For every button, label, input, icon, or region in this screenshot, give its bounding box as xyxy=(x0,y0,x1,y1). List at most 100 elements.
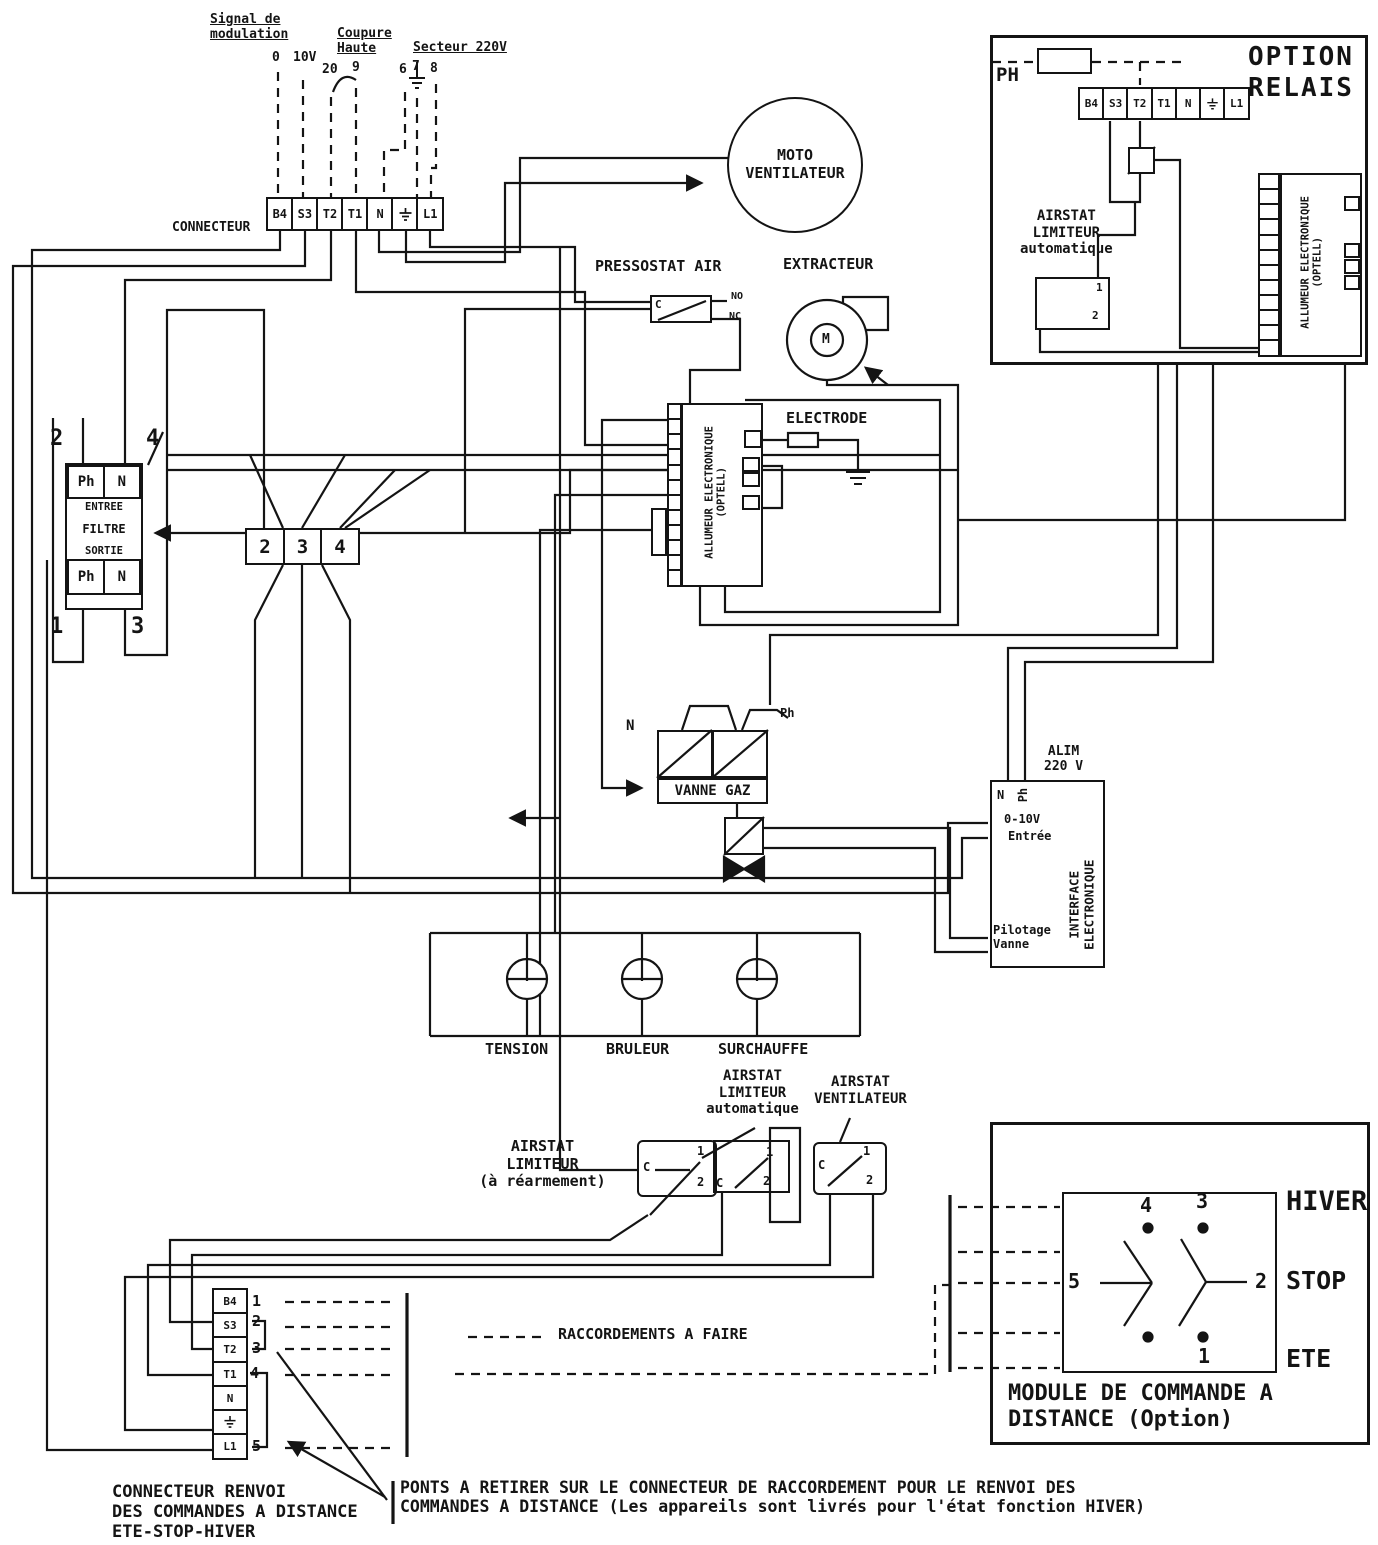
interface-010v: 0-10V xyxy=(1004,812,1041,826)
pin-4: 4 xyxy=(250,1364,260,1382)
terminal-b4: B4 xyxy=(266,197,294,231)
airstat-contact-1 xyxy=(637,1140,717,1197)
filtre-out-ph: Ph xyxy=(67,559,106,595)
allumeur-label: ALLUMEUR ELECTRONIQUE(OPTELL) xyxy=(704,402,729,582)
terminal-t2: T2 xyxy=(212,1336,248,1364)
mini-terminal xyxy=(1344,275,1360,290)
lamp-surchauffe-label: SURCHAUFFE xyxy=(718,1040,809,1058)
interface-box xyxy=(990,780,1105,968)
module-hiver: HIVER xyxy=(1286,1186,1368,1217)
airstat-ventilateur-label: AIRSTAT VENTILATEUR xyxy=(814,1074,907,1107)
mini-terminal xyxy=(1344,243,1360,258)
filtre-input-row: Ph N xyxy=(67,465,141,499)
module-stop: STOP xyxy=(1286,1266,1347,1295)
terminal-t1: T1 xyxy=(341,197,369,231)
terminal-l1: L1 xyxy=(212,1433,248,1461)
option-relay-coil xyxy=(1128,147,1155,174)
terminal-earth xyxy=(391,197,419,231)
interface-entree: Entrée xyxy=(1008,829,1052,843)
airstat-rearmement-label: AIRSTAT LIMITEUR (à réarmement) xyxy=(479,1137,606,1191)
terminal-t2: T2 xyxy=(1126,87,1154,120)
filtre-corner-3: 3 xyxy=(131,614,145,639)
block-234: 2 3 4 xyxy=(245,528,360,565)
extracteur-motor: M xyxy=(822,332,830,347)
contact-c: C xyxy=(643,1160,651,1174)
signal-pin-10v: 10V xyxy=(293,50,317,65)
contact-pin-1: 1 xyxy=(697,1144,705,1158)
vanne-gaz-box: VANNE GAZ xyxy=(657,778,768,804)
terminal-n: N xyxy=(1174,87,1202,120)
filtre-in-n: N xyxy=(102,465,141,499)
coupure-haute-label: Coupure Haute xyxy=(337,26,392,57)
interface-title: INTERFACE ELECTRONIQUE xyxy=(1066,859,1096,950)
filtre-sortie: SORTIE xyxy=(85,545,123,557)
remote-connector: B4 S3 T2 T1 N L1 xyxy=(212,1288,248,1461)
filtre-corner-1: 1 xyxy=(50,614,64,639)
mini-terminal xyxy=(742,495,760,510)
pressostat-c: C xyxy=(655,298,662,311)
secteur-pin-6: 6 xyxy=(399,62,407,77)
bottom-note: PONTS A RETIRER SUR LE CONNECTEUR DE RAC… xyxy=(400,1478,1146,1517)
module-t4: 4 xyxy=(1140,1193,1153,1217)
earth-icon xyxy=(409,62,425,88)
module-t2: 2 xyxy=(1255,1269,1268,1293)
vanne-coil-left xyxy=(657,730,713,778)
option-airstat-label: AIRSTAT LIMITEUR automatique xyxy=(1020,208,1113,258)
allumeur-line1: ALLUMEUR ELECTRONIQUE xyxy=(703,426,716,559)
terminal-b4: B4 xyxy=(212,1288,248,1315)
pressostat-box xyxy=(650,295,712,323)
interface-n: N xyxy=(997,788,1005,802)
airstat-contact-3 xyxy=(813,1142,887,1195)
alim-220v-label: ALIM 220 V xyxy=(1044,744,1084,775)
mini-terminal xyxy=(742,457,760,472)
moto-ventilateur: MOTO VENTILATEUR xyxy=(727,97,863,233)
block-terminal-2: 2 xyxy=(245,528,285,565)
terminal-t1: T1 xyxy=(1150,87,1178,120)
moto-ventilateur-label: MOTO VENTILATEUR xyxy=(745,146,845,182)
vanne-ph-label: Ph xyxy=(780,706,795,720)
terminal-earth xyxy=(1199,87,1226,120)
coupure-pin-9: 9 xyxy=(352,60,360,75)
filtre-output-row: Ph N xyxy=(67,559,141,595)
extracteur-label: EXTRACTEUR xyxy=(783,255,874,273)
main-connector: B4 S3 T2 T1 N L1 xyxy=(266,197,445,231)
contact-c: C xyxy=(818,1158,826,1172)
terminal-b4: B4 xyxy=(1078,87,1105,120)
lamp-bruleur-label: BRULEUR xyxy=(606,1040,670,1058)
module-t1: 1 xyxy=(1198,1344,1211,1368)
filtre-corner-2: 2 xyxy=(50,426,64,451)
filtre-out-n: N xyxy=(102,559,141,595)
filtre-corner-4: 4 xyxy=(146,426,160,451)
terminal-n: N xyxy=(366,197,394,231)
airstat-auto-label: AIRSTAT LIMITEUR automatique xyxy=(706,1068,799,1118)
contact-pin-1: 1 xyxy=(766,1145,774,1159)
coupure-pin-20: 20 xyxy=(322,62,338,77)
pin-1: 1 xyxy=(252,1292,262,1310)
mini-terminal xyxy=(1344,259,1360,274)
legend-raccordements: RACCORDEMENTS A FAIRE xyxy=(558,1325,748,1343)
block-terminal-4: 4 xyxy=(320,528,360,565)
mini-terminal xyxy=(667,569,682,587)
terminal-s3: S3 xyxy=(291,197,319,231)
contact-pin-2: 2 xyxy=(763,1174,771,1188)
module-t5: 5 xyxy=(1068,1269,1081,1293)
terminal-t2: T2 xyxy=(316,197,344,231)
vanne-n-label: N xyxy=(626,718,635,734)
allumeur-side-block xyxy=(651,508,667,556)
option-relais-box xyxy=(990,35,1368,365)
option-relais-title: OPTION RELAIS xyxy=(1248,42,1354,103)
interface-ph: Ph xyxy=(1016,787,1031,803)
filtre-box: Ph N ENTREE FILTRE SORTIE Ph N xyxy=(65,463,143,610)
option-switch xyxy=(1037,48,1092,74)
airstat-contact-2 xyxy=(713,1140,790,1193)
module-title: MODULE DE COMMANDE A DISTANCE (Option) xyxy=(1008,1381,1273,1432)
contact-c: C xyxy=(716,1176,724,1190)
secteur-pin-7: 7 xyxy=(412,59,420,74)
earth-icon xyxy=(224,1416,236,1429)
allumeur-line2: (OPTELL) xyxy=(1312,237,1324,288)
switch-icon xyxy=(1100,1224,1247,1342)
filtre-in-ph: Ph xyxy=(67,465,106,499)
pin-3: 3 xyxy=(252,1339,262,1357)
contact-pin-2: 2 xyxy=(697,1175,705,1189)
